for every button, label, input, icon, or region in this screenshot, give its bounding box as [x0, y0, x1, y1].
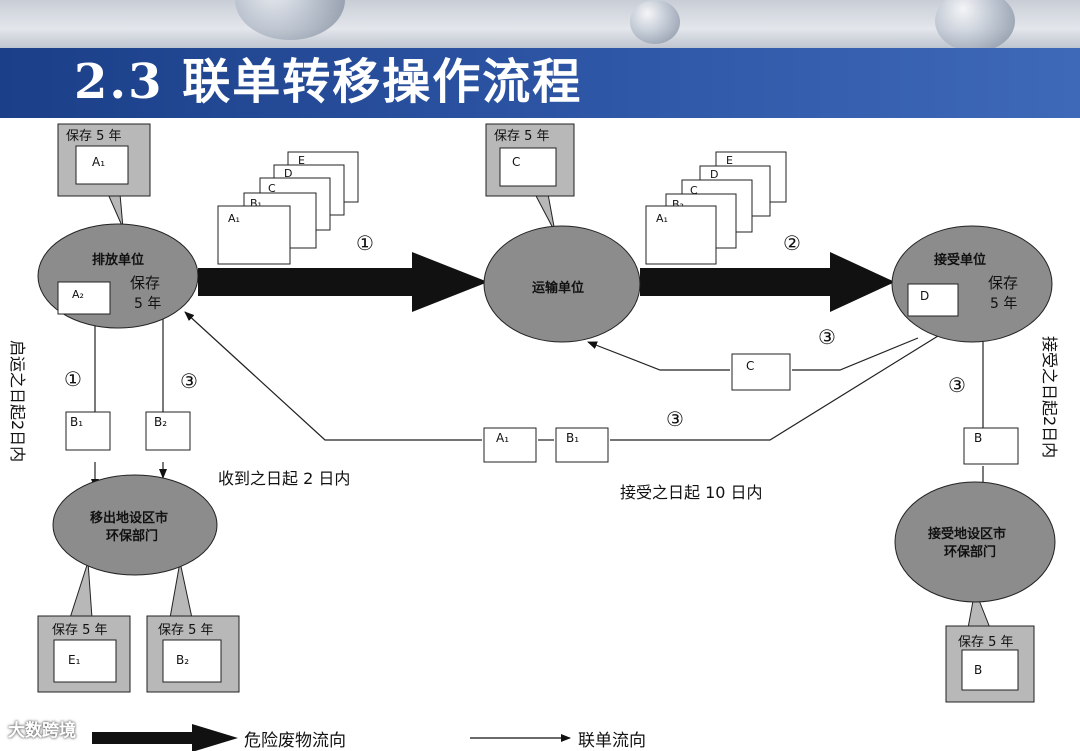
note-accept-10days: 接受之日起 10 日内: [620, 483, 763, 502]
header-decoration: [0, 0, 1080, 52]
doc-a1-return: A₁: [483, 427, 537, 463]
callout-keep-e1: 保存 5 年 E₁: [37, 561, 131, 693]
stack-sheet-label: C: [690, 184, 698, 197]
decor-bubble: [630, 0, 680, 44]
doc-b2: B₂: [145, 411, 191, 451]
title-banner: [0, 48, 1080, 118]
note-from-transport: 启运之日起2日内: [8, 340, 27, 462]
callout-keep-a1: 保存 5 年 A₁: [57, 123, 151, 229]
doc-label: B₂: [176, 653, 189, 667]
doc-b1-return: B₁: [555, 427, 609, 463]
stack-sheet-label: A₁: [656, 212, 668, 225]
doc-c-return: C: [731, 353, 791, 391]
stack-sheet-label: C: [268, 182, 276, 195]
stack-sheet-label: D: [284, 167, 292, 180]
doc-label: B₁: [70, 415, 83, 429]
keep-label: 保存: [988, 274, 1018, 292]
doc-b-dest: B: [963, 427, 1019, 465]
transfer-flow-diagram: 保存 5 年 A₁ 保存 5 年 C 保存 5 年 E₁ 保存 5 年 B₂ 保…: [8, 123, 1059, 751]
stack-sheet-label: E: [298, 154, 305, 167]
node-label: 接受单位: [934, 252, 986, 268]
years-label: 5 年: [134, 296, 161, 312]
note-accept-2days: 接受之日起2日内: [1040, 336, 1059, 458]
stack-sheet-label: B₂: [672, 198, 684, 211]
legend-form-label: 联单流向: [578, 731, 646, 751]
legend-waste-arrow: [92, 724, 238, 751]
stack-sheet-label: A₁: [228, 212, 240, 225]
doc-label: A₁: [496, 431, 509, 445]
form-stack-2: E D C B₂ A₁: [645, 151, 787, 265]
node-receiver: 接受单位 D 保存 5 年: [891, 225, 1053, 343]
doc-label: C: [746, 359, 754, 373]
stack-sheet-label: D: [710, 168, 718, 181]
note-received-2days: 收到之日起 2 日内: [218, 469, 350, 488]
form-flow-lines: [91, 311, 987, 493]
stack-sheet-label: B₁: [250, 197, 262, 210]
decor-bubble: [235, 0, 345, 40]
step-marker-3: ③: [948, 373, 966, 397]
watermark: 大数跨境: [8, 721, 76, 741]
callout-label: 保存 5 年: [66, 129, 122, 144]
node-label-line1: 接受地设区市: [928, 526, 1006, 542]
node-transporter: 运输单位: [483, 225, 641, 343]
node-label-line1: 移出地设区市: [90, 510, 168, 526]
node-discharger: 排放单位 A₂ 保存 5 年: [37, 223, 199, 329]
waste-flow-arrow-1: [198, 252, 488, 312]
step-marker-1: ①: [356, 231, 374, 255]
legend-waste-label: 危险废物流向: [244, 731, 346, 751]
form-stack-1: E D C B₁ A₁: [217, 151, 359, 265]
node-label-line2: 环保部门: [106, 528, 158, 544]
doc-label: D: [920, 289, 929, 303]
decor-bubble: [935, 0, 1015, 52]
years-label: 5 年: [990, 296, 1017, 312]
callout-keep-b2: 保存 5 年 B₂: [146, 561, 240, 693]
step-marker-1: ①: [64, 367, 82, 391]
doc-label: C: [512, 155, 520, 169]
node-label: 运输单位: [532, 280, 584, 296]
step-marker-3: ③: [666, 407, 684, 431]
keep-label: 保存: [130, 274, 160, 292]
doc-label: B: [974, 431, 982, 445]
step-marker-3: ③: [818, 325, 836, 349]
node-origin-epb: 移出地设区市 环保部门: [52, 474, 218, 576]
step-marker-2: ②: [783, 231, 801, 255]
node-label-line2: 环保部门: [944, 544, 996, 560]
legend: 危险废物流向 联单流向: [92, 724, 646, 751]
doc-b1: B₁: [65, 411, 111, 451]
doc-label: B₂: [154, 415, 167, 429]
callout-keep-b: 保存 5 年 B: [945, 588, 1035, 703]
doc-label: A₁: [92, 155, 105, 169]
node-dest-epb: 接受地设区市 环保部门: [894, 481, 1056, 603]
page-title: 2.3 联单转移操作流程: [74, 54, 583, 110]
node-label: 排放单位: [92, 252, 144, 268]
callout-label: 保存 5 年: [158, 623, 214, 638]
doc-label: B: [974, 663, 982, 677]
stack-sheet-label: E: [726, 154, 733, 167]
callout-label: 保存 5 年: [52, 623, 108, 638]
callout-label: 保存 5 年: [958, 635, 1014, 650]
doc-label: B₁: [566, 431, 579, 445]
step-marker-3: ③: [180, 369, 198, 393]
doc-label: A₂: [72, 288, 84, 301]
callout-label: 保存 5 年: [494, 129, 550, 144]
callout-keep-c: 保存 5 年 C: [485, 123, 575, 233]
waste-flow-arrow-2: [640, 252, 895, 312]
doc-label: E₁: [68, 653, 81, 667]
